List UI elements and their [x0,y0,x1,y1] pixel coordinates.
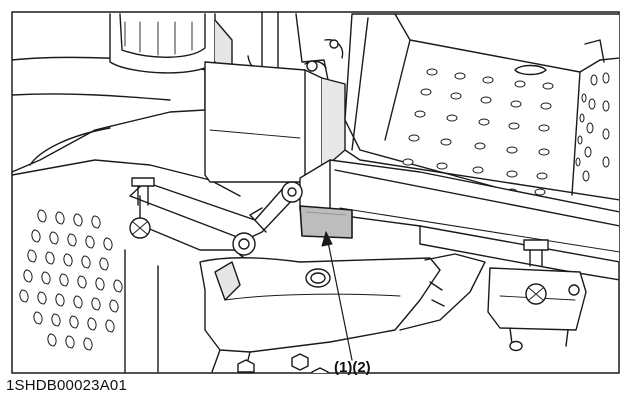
callout-leader [325,231,353,361]
callout-number: (1)(2) [334,359,371,376]
center-housing [204,61,346,183]
figure-code: 1SHDB00023A01 [6,377,128,394]
callout-arrowhead [321,231,333,247]
left-bolt [129,177,155,239]
serial-label-plate [299,205,353,239]
nuts [237,353,329,373]
right-bracket [487,239,587,352]
grille-pattern [19,209,123,351]
tank [109,13,233,75]
lower-chassis [124,249,486,373]
